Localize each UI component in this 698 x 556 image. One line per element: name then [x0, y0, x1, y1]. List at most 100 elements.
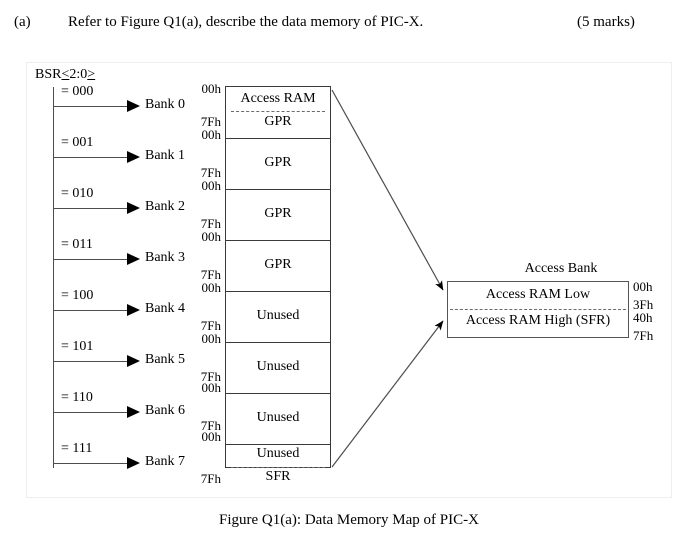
bank-address-bottom: 7Fh — [200, 267, 221, 282]
memory-cell-label-upper: GPR — [264, 155, 292, 170]
memory-cell-divider — [231, 111, 325, 112]
access-bank-addr-7fh: 7Fh — [633, 328, 654, 343]
bank-arrow-icon — [127, 304, 140, 316]
bank-pointer-line — [53, 310, 128, 311]
memory-cell-bank1: GPR — [226, 139, 330, 190]
memory-cell-bank2: GPR — [226, 190, 330, 241]
bank-row: = 110 Bank 6 — [53, 390, 283, 449]
bank-address-top: 00h — [201, 280, 222, 295]
memory-cell-bank0: Access RAM GPR — [226, 87, 330, 139]
question-label: (a) — [14, 14, 31, 30]
memory-cell-label-upper: GPR — [264, 206, 292, 221]
bank-row: = 000 Bank 0 — [53, 84, 283, 143]
bank-pointer-line — [53, 208, 128, 209]
bank-code: = 101 — [61, 339, 94, 354]
memory-cell-bank4: Unused — [226, 292, 330, 343]
data-memory-column: Access RAM GPR GPR GPR GPR Unused Unused… — [225, 86, 331, 484]
bank-address-bottom: 7Fh — [200, 114, 221, 129]
question-text: Refer to Figure Q1(a), describe the data… — [68, 14, 424, 30]
bsr-label-open: < — [61, 67, 70, 82]
question-header: (a) Refer to Figure Q1(a), describe the … — [0, 14, 698, 40]
bank-code: = 111 — [61, 441, 93, 456]
bank-name: Bank 1 — [145, 148, 186, 163]
bank-row: = 111 Bank 7 — [53, 441, 283, 500]
sfr-connector-arrow — [331, 320, 444, 468]
bank-row: = 010 Bank 2 — [53, 186, 283, 245]
memory-cell-bank5: Unused — [226, 343, 330, 394]
bank-pointer-line — [53, 106, 128, 107]
memory-cell-label-upper: Unused — [256, 410, 300, 425]
bank-row: = 100 Bank 4 — [53, 288, 283, 347]
bsr-label-close: > — [87, 67, 96, 82]
bank-address-top: 00h — [201, 429, 222, 444]
access-ram-connector-arrow — [331, 89, 444, 291]
bank-arrow-icon — [127, 202, 140, 214]
bank-name: Bank 0 — [145, 97, 186, 112]
figure-diagram: BSR<2:0> = 000 Bank 0 = 001 Bank 1 = 010… — [26, 62, 672, 498]
memory-cell-label-lower: GPR — [264, 114, 292, 129]
bank-address-bottom: 7Fh — [200, 369, 221, 384]
figure-caption: Figure Q1(a): Data Memory Map of PIC-X — [219, 512, 479, 528]
bank-code: = 100 — [61, 288, 94, 303]
access-ram-low-label: Access RAM Low — [485, 287, 591, 302]
memory-cell-label-upper: GPR — [264, 257, 292, 272]
memory-cell-label-upper: Unused — [256, 359, 300, 374]
bank-arrow-icon — [127, 406, 140, 418]
bank-arrow-icon — [127, 151, 140, 163]
bank-name: Bank 2 — [145, 199, 186, 214]
access-ram-high-label: Access RAM High (SFR) — [465, 313, 611, 328]
bank-arrow-icon — [127, 355, 140, 367]
bank-address-top: 00h — [201, 81, 222, 96]
bank-pointer-line — [53, 157, 128, 158]
bank-code: = 010 — [61, 186, 94, 201]
access-bank-addr-00h: 00h — [633, 279, 653, 294]
bank-address-top: 00h — [201, 127, 222, 142]
bank-address-bottom: 7Fh — [200, 418, 221, 433]
bank-arrow-icon — [127, 457, 140, 469]
bank-name: Bank 4 — [145, 301, 186, 316]
question-marks: (5 marks) — [577, 14, 635, 30]
bsr-label-prefix: BSR — [35, 67, 62, 82]
bank-pointer-line — [53, 412, 128, 413]
bank-name: Bank 7 — [145, 454, 186, 469]
bank-row: = 011 Bank 3 — [53, 237, 283, 296]
bsr-label-bits: 2:0 — [69, 67, 88, 82]
memory-cell-label-upper: Unused — [256, 308, 300, 323]
bank-arrow-icon — [127, 253, 140, 265]
access-bank-addr-3fh: 3Fh — [633, 297, 654, 312]
access-bank-divider — [450, 309, 626, 310]
bank-code: = 011 — [61, 237, 93, 252]
bank-row: = 101 Bank 5 — [53, 339, 283, 398]
bank-address-top: 00h — [201, 178, 222, 193]
bank-row: = 001 Bank 1 — [53, 135, 283, 194]
memory-cell-bank6: Unused — [226, 394, 330, 445]
access-bank-addr-40h: 40h — [633, 310, 653, 325]
access-bank-box: Access RAM Low Access RAM High (SFR) — [447, 281, 629, 338]
bank-address-bottom: 7Fh — [200, 471, 221, 486]
bank-code: = 110 — [61, 390, 93, 405]
bank-address-top: 00h — [201, 380, 222, 395]
bank-name: Bank 5 — [145, 352, 186, 367]
memory-cell-bank7: Unused SFR — [226, 445, 330, 496]
bank-address-top: 00h — [201, 331, 222, 346]
access-bank-title: Access Bank — [524, 261, 598, 276]
bank-name: Bank 6 — [145, 403, 186, 418]
bank-address-bottom: 7Fh — [200, 318, 221, 333]
bank-pointer-line — [53, 463, 128, 464]
bank-code: = 000 — [61, 84, 94, 99]
bank-pointer-line — [53, 259, 128, 260]
memory-cell-label-lower: SFR — [265, 469, 291, 484]
bank-pointer-line — [53, 361, 128, 362]
bank-name: Bank 3 — [145, 250, 186, 265]
bsr-label: BSR<2:0> — [35, 67, 95, 83]
memory-cell-label-upper: Unused — [256, 446, 300, 461]
memory-cell-bank3: GPR — [226, 241, 330, 292]
bank-code: = 001 — [61, 135, 94, 150]
bank-address-top: 00h — [201, 229, 222, 244]
memory-cell-label-upper: Access RAM — [240, 91, 316, 106]
bank-arrow-icon — [127, 100, 140, 112]
memory-cell-divider — [231, 467, 325, 468]
bank-address-bottom: 7Fh — [200, 165, 221, 180]
bsr-spine-line — [53, 87, 54, 468]
bank-address-bottom: 7Fh — [200, 216, 221, 231]
